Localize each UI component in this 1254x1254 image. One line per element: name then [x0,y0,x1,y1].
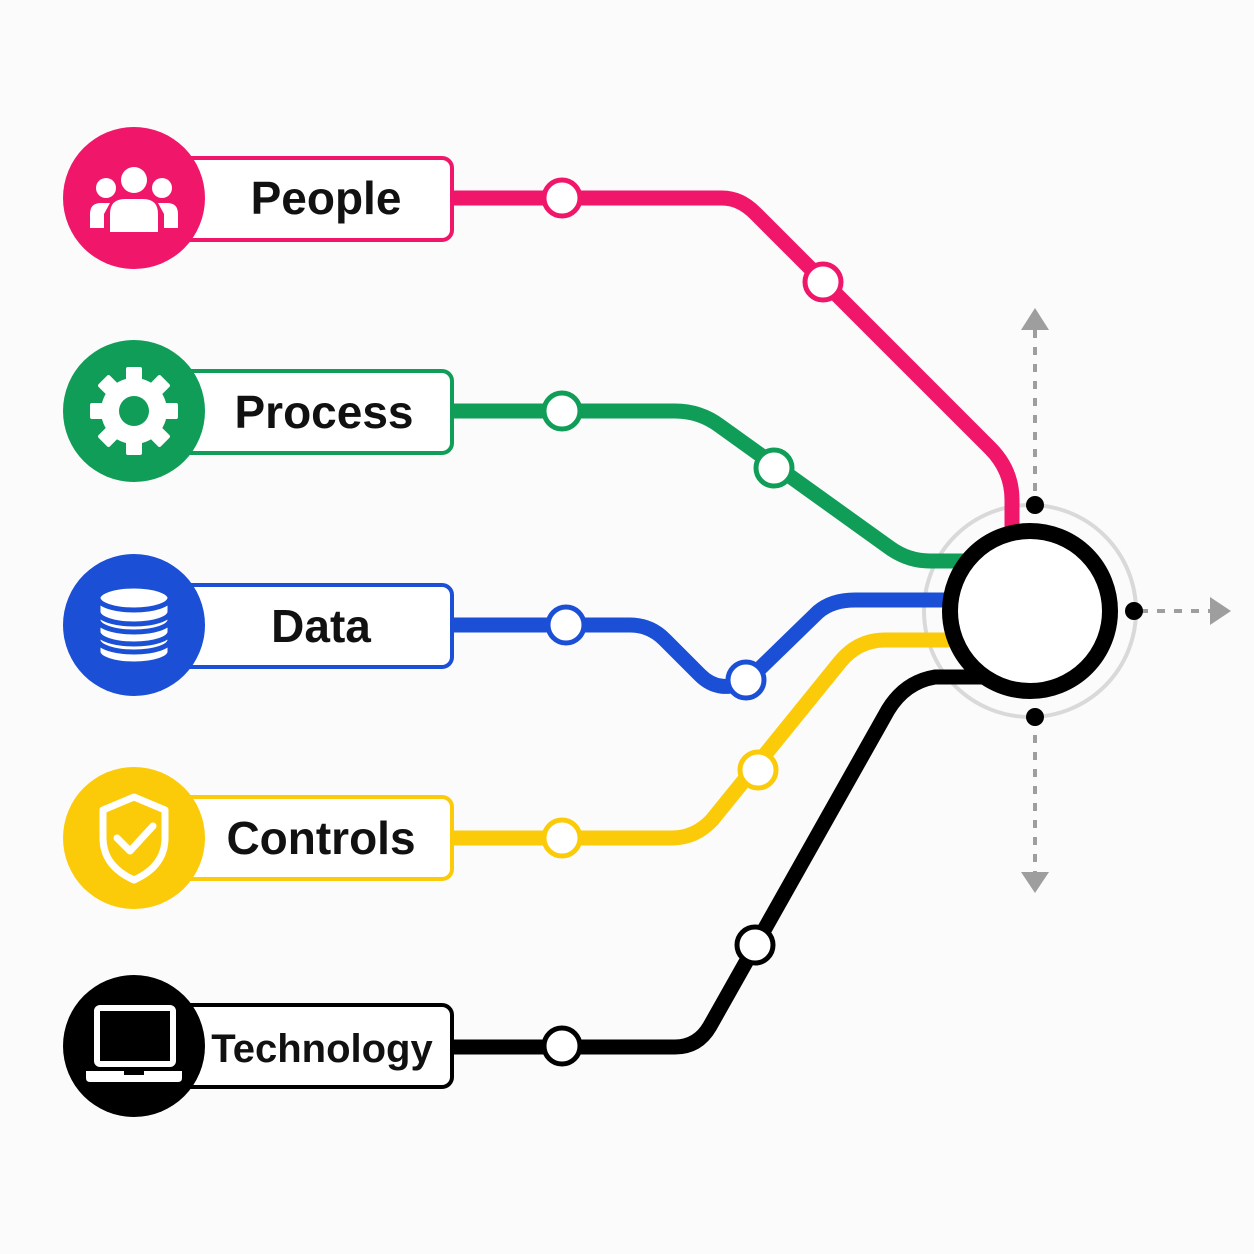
station-technology-2 [734,924,776,966]
shield-check-icon [63,767,205,909]
route-line-data [437,592,956,694]
hub-dot-bottom [1026,708,1044,726]
label-boxes [148,156,454,1089]
laptop-icon [63,975,205,1117]
route-line-controls [437,632,956,846]
station-data-2 [725,659,767,701]
label-data: Data [271,600,371,652]
route-line-process [437,403,973,569]
stations [541,177,844,1067]
station-process-1 [541,390,583,432]
station-controls-1 [541,817,583,859]
arrow-down-icon [1021,718,1049,893]
arrow-up-icon [1021,308,1049,505]
station-controls-2 [737,749,779,791]
route-line-people [437,190,1020,543]
label-people: People [251,172,402,224]
people-icon [63,127,205,269]
database-icon [63,554,205,696]
hub-dot-top [1026,496,1044,514]
station-data-1 [545,604,587,646]
label-controls: Controls [226,812,415,864]
station-people-1 [541,177,583,219]
route-line-technology [437,669,993,1055]
hub-dot-right [1125,602,1143,620]
station-technology-1 [541,1025,583,1067]
label-process: Process [234,386,413,438]
arrow-right-icon [1140,597,1231,625]
gear-icon [63,340,205,482]
station-process-2 [753,447,795,489]
label-technology: Technology [211,1027,433,1071]
station-people-2 [802,261,844,303]
hub-station-icon [942,496,1143,726]
output-arrows [1021,308,1231,893]
route-lines [437,190,1020,1055]
